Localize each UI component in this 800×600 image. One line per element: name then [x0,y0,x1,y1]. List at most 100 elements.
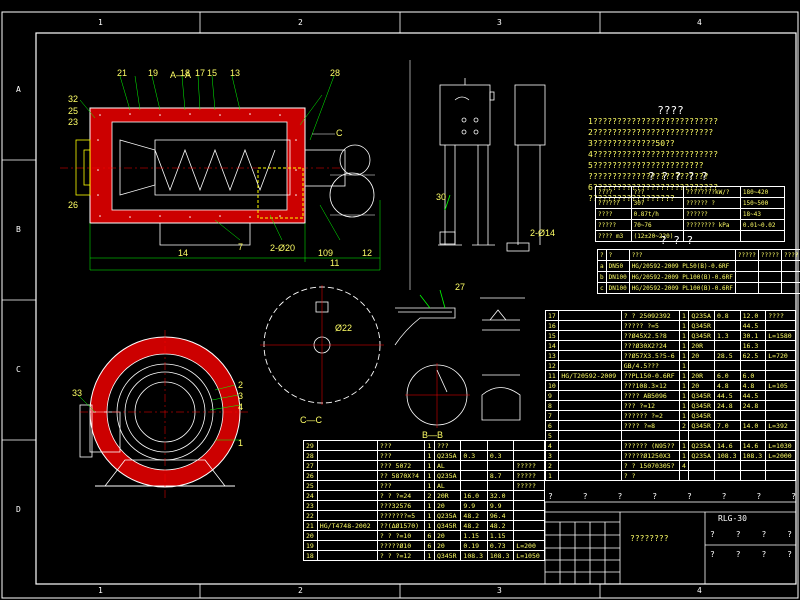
bom-cell: 11 [544,370,560,381]
bom-cell: 32.0 [486,490,515,501]
bom-cell: 18 [303,550,318,561]
bom-cell: ???Ø30X2?24 [620,340,681,351]
bom-cell: 22 [303,510,318,521]
bom-cell: 27 [303,460,318,471]
bom-cell: ? ? 15070305? [620,460,681,471]
bom-cell [558,350,622,361]
bom-cell: L=1050 [513,550,545,561]
bom-cell [558,430,622,441]
note-line: 3?????????????50?? [588,139,675,148]
bom-cell: 44.5 [739,320,767,331]
bom-cell: 1 [544,470,560,481]
bom-cell [316,450,378,461]
bom-cell: 20R [688,370,715,381]
bom-cell: 48.2 [486,520,515,531]
burner-flange [75,139,91,196]
title-block-header: ???????? [548,492,796,501]
bom-cell: L=1580 [765,330,796,341]
section-label-bb: B—B [422,430,444,440]
bom-cell: 96.4 [486,510,515,521]
bom-cell [688,470,715,481]
fan-motor [339,144,371,176]
bom-cell: 1 [679,390,690,401]
bom-cell [558,340,622,351]
bom-cell: 28 [303,450,318,461]
bom-cell: ??PL150-0.6RF [620,370,681,381]
bom-cell [316,530,378,541]
bom-cell: Q345R [688,410,715,421]
bom-cell: 12 [544,360,560,371]
bom-cell: 20 [303,530,318,541]
hole-dim: 2-Ø14 [530,228,556,238]
zone-col-1: 1 [98,18,103,27]
zone-row-d: D [16,505,21,514]
callout: 32 [68,94,79,104]
boiler-front-view [77,330,250,500]
bom-cell [765,340,796,351]
bom-cell [486,440,515,451]
bom-cell [765,460,796,471]
bom-row: 2? ? 15070305?4 [544,460,796,471]
bom-cell: 8 [544,400,560,411]
bom-cell: 20 [433,500,462,511]
bom-cell [688,460,715,471]
bom-cell: 7 [544,410,560,421]
bom-cell [765,320,796,331]
callout: 7 [238,242,244,252]
bom-cell: 9.9 [460,500,488,511]
bom-cell [558,460,622,471]
bom-cell [620,430,681,441]
bom-cell: ???108.3×12 [620,380,681,391]
bom-cell: Q235A [433,510,462,521]
hole-dim-2: 2-Ø20 [270,243,296,253]
bom-cell: 24.8 [713,400,741,411]
bom-cell [558,440,622,451]
hole-dim-3: Ø22 [335,323,353,333]
bom-cell: Q235A [433,470,462,481]
weld-detail-1 [394,289,456,346]
bom-cell: 16 [544,320,560,331]
nozzle-table: ???????????????????? aDN50HG/20592-2009 … [597,249,800,294]
bom-cell [765,360,796,371]
callout: 23 [68,117,79,127]
callout: 33 [72,388,83,398]
bom-row: 5 [544,430,796,441]
section-mark-c: C [336,128,343,138]
note-line: ????????????????????????? [588,172,709,181]
bom-cell: ??(ΔØ1570) [376,520,426,531]
bom-cell: 1 [424,480,435,491]
bom-cell: 20R [433,490,462,501]
callout: 30 [436,192,447,202]
note-line: 5??????????????????????? [588,161,704,170]
bom-cell: 16.3 [739,340,767,351]
bom-cell [558,470,622,481]
zone-ticks [2,12,601,598]
bom-cell: 0.3 [486,450,515,461]
callout: 14 [178,248,189,258]
spec-title: ? ? ? ? ? [648,170,708,183]
bom-cell: 1 [679,440,690,451]
bom-cell: 28.5 [713,350,741,361]
callout: 2 [238,380,244,390]
bom-cell: 2 [679,420,690,431]
bom-cell [316,440,378,451]
bom-cell: 1 [679,340,690,351]
bom-cell: ? ? ?=10 [376,530,426,541]
bom-cell: 10 [544,380,560,391]
bom-cell: 1 [424,450,435,461]
bom-cell: 0.3 [460,450,488,461]
bom-cell: 15 [544,330,560,341]
bom-cell: ???32576 [376,500,426,511]
bom-cell: 108.3 [739,450,767,461]
bom-cell: ???? ?=8 [620,420,681,431]
zone-col-2: 2 [298,18,303,27]
bom-cell: 4 [544,440,560,451]
bom-cell: ? ? 25092392 [620,310,681,321]
section-mark-a: A—A [170,70,192,80]
